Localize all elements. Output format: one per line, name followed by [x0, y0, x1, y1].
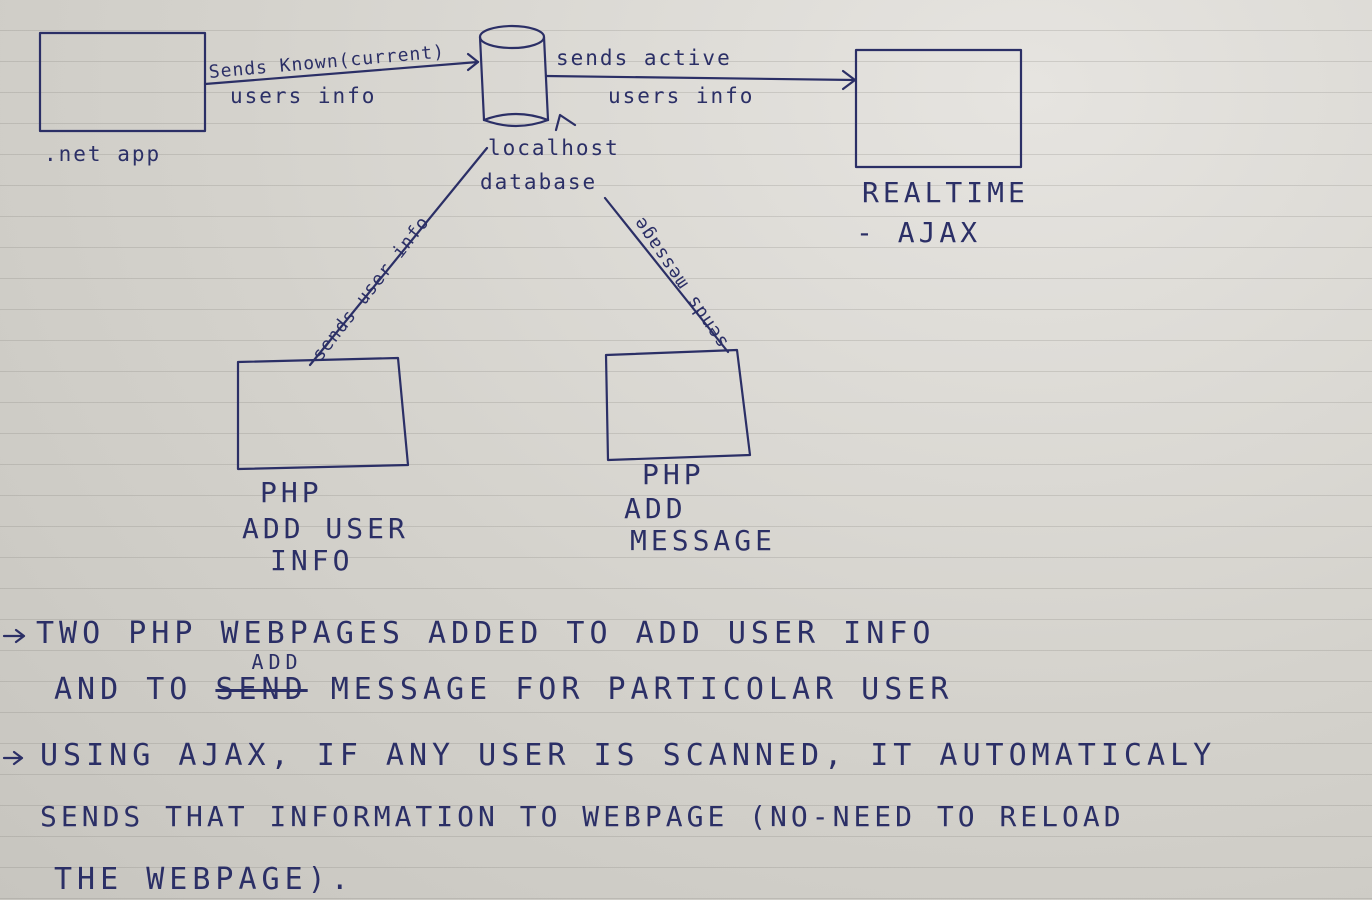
- php-user-label-line2: ADD USER: [242, 512, 409, 545]
- net-app-label: .net app: [44, 142, 162, 166]
- php-user-label-line3: INFO: [270, 544, 354, 577]
- note-line5: THE WEBPAGE).: [54, 862, 354, 897]
- note-line3: USING AJAX, IF ANY USER IS SCANNED, IT A…: [40, 738, 1217, 773]
- php-msg-label-line2: ADD: [624, 492, 687, 525]
- edge-label-net-db-line2: users info: [230, 84, 377, 108]
- arrow-user-to-db: [308, 146, 489, 367]
- php-msg-label-line1: PHP: [642, 458, 705, 491]
- note-line2-struck: SEND: [215, 672, 308, 707]
- db-label-line2: database: [480, 170, 598, 194]
- db-label-line1: localhost: [488, 136, 620, 160]
- realtime-label-line2: - AJAX: [856, 216, 982, 249]
- note-line2-insert: ADD: [251, 650, 303, 674]
- arrow-db-to-realtime: [544, 69, 857, 91]
- note-line2-before: AND TO: [54, 672, 193, 707]
- note-line1: TWO PHP WEBPAGES ADDED TO ADD USER INFO: [36, 616, 936, 651]
- php-user-box: [236, 356, 410, 471]
- net-app-box: [38, 31, 207, 133]
- note-line4: SENDS THAT INFORMATION TO WEBPAGE (NO-NE…: [40, 800, 1125, 833]
- php-msg-label-line3: MESSAGE: [630, 524, 777, 557]
- edge-label-db-realtime-line2: users info: [608, 84, 755, 108]
- database-cylinder-icon: [478, 24, 550, 128]
- edge-label-db-realtime-line1: sends active: [556, 46, 732, 70]
- arrow-net-to-db: [203, 52, 480, 86]
- bullet-arrow-icon: [2, 628, 26, 644]
- bullet-arrow-icon: [2, 750, 24, 766]
- note-line2: AND TO SEND ADD MESSAGE FOR PARTICOLAR U…: [54, 650, 954, 707]
- php-message-box: [604, 348, 752, 462]
- realtime-box: [854, 48, 1023, 169]
- realtime-label-line1: REALTIME: [862, 176, 1029, 209]
- arrow-msg-to-db: [554, 113, 730, 354]
- php-user-label-line1: PHP: [260, 476, 323, 509]
- note-line2-after: MESSAGE FOR PARTICOLAR USER: [330, 672, 954, 707]
